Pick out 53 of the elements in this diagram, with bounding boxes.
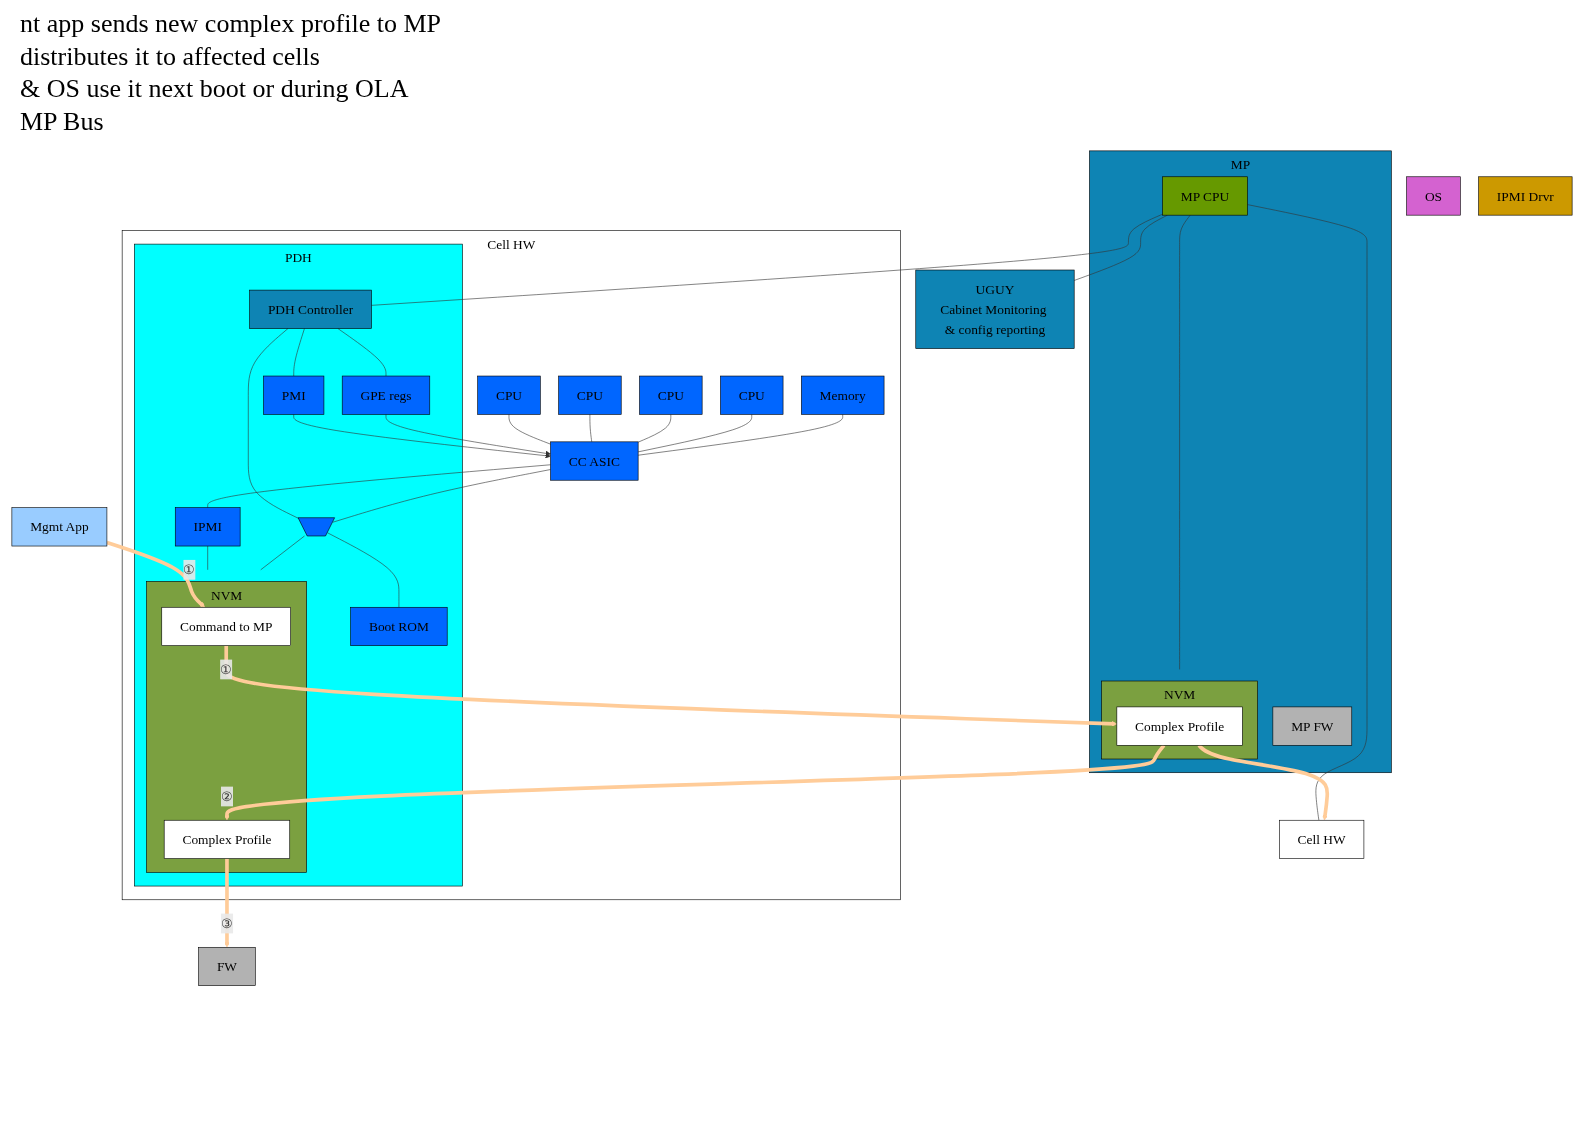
connector [247, 328, 299, 519]
node-box: CPU [557, 375, 622, 415]
connector [332, 469, 551, 523]
edge-label: ① [182, 562, 196, 578]
arrow [1197, 744, 1329, 821]
connector [337, 328, 386, 377]
node-box: PMI [262, 375, 324, 415]
connector [1246, 204, 1367, 821]
connector [637, 414, 843, 456]
connector [326, 532, 399, 608]
node-box: Complex Profile [1116, 706, 1243, 746]
node-box: IPMI Drvr [1477, 176, 1572, 216]
node-box: IPMI [174, 507, 240, 547]
node-trapezoid [297, 517, 335, 537]
connector [637, 414, 671, 443]
connector [370, 213, 1163, 306]
note-text: nt app sends new complex profile to MP [20, 8, 442, 40]
node-box: PDH Controller [248, 289, 372, 329]
node-box: MP FW [1272, 706, 1352, 746]
node-box: Mgmt App [11, 507, 107, 547]
node-box: CC ASIC [549, 441, 638, 481]
connector [259, 535, 305, 571]
arrow [105, 540, 205, 608]
node-box: CPU [476, 375, 541, 415]
connector [206, 464, 551, 508]
node-box: CPU [638, 375, 702, 415]
connector [1178, 214, 1190, 670]
edge-label: ③ [220, 915, 233, 932]
bus-label: MP Bus [20, 105, 105, 138]
connector [292, 328, 305, 377]
connector [206, 545, 208, 571]
node-box: Memory [800, 375, 884, 415]
arrow [223, 858, 230, 948]
node-box: UGUY Cabinet Monitoring & config reporting [914, 269, 1074, 349]
connector [637, 414, 752, 453]
node-box: OS [1405, 176, 1461, 216]
node-box: Boot ROM [349, 606, 447, 646]
connector [1073, 214, 1168, 281]
connector [589, 414, 592, 443]
arrow [223, 645, 1117, 727]
node-box: Command to MP [160, 606, 291, 646]
edge-label: ① [219, 661, 232, 678]
node-box: Complex Profile [163, 819, 290, 859]
arrow [223, 744, 1165, 821]
note-text: distributes it to affected cells [20, 40, 321, 73]
node-box: FW [197, 947, 256, 986]
edge-label: ② [220, 788, 233, 805]
node-box: CPU [719, 375, 783, 415]
connector [508, 414, 551, 445]
node-box: Cell HW [1278, 819, 1364, 859]
node-box: GPE regs [341, 375, 430, 415]
node-box: MP CPU [1161, 176, 1248, 216]
note-text: & OS use it next boot or during OLA [20, 73, 410, 105]
